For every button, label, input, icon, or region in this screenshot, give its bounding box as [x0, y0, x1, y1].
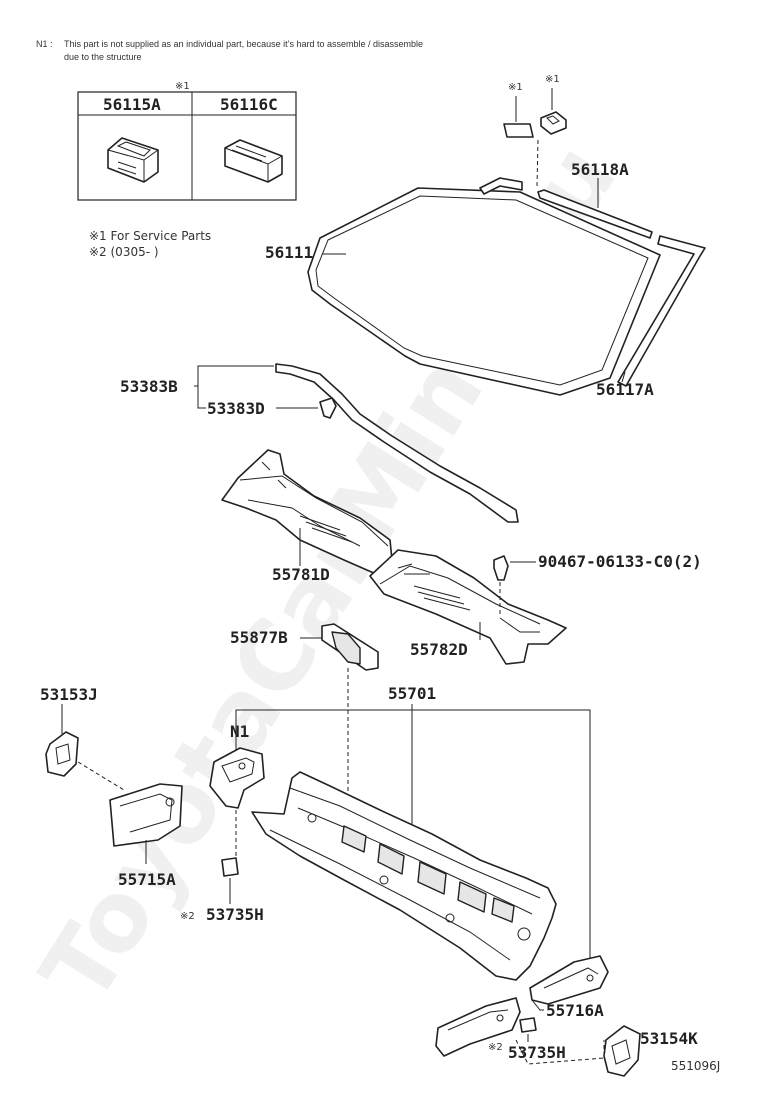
label-55716a[interactable]: 55716A [546, 1001, 604, 1020]
label-53383b[interactable]: 53383B [120, 377, 178, 396]
cushion-53735h-lower-drawing [519, 1017, 537, 1033]
moulding-upper-drawing [537, 189, 653, 239]
label-55715a[interactable]: 55715A [118, 870, 176, 889]
inset-col-2-label[interactable]: 56116C [220, 95, 278, 114]
cowl-panel-drawing [251, 771, 557, 981]
label-90467-06133-c0[interactable]: 90467-06133-C0(2) [538, 552, 702, 571]
label-56118a[interactable]: 56118A [571, 160, 629, 179]
marker-service-b: ※1 [545, 74, 560, 85]
label-53153j[interactable]: 53153J [40, 685, 98, 704]
label-53735h-lower[interactable]: 53735H [508, 1043, 566, 1062]
service-parts-inset: ※1 56115A 56116C [77, 81, 297, 201]
moulding-side-drawing [617, 235, 706, 387]
label-55877b[interactable]: 55877B [230, 628, 288, 647]
clip-56116c-drawing [224, 139, 283, 183]
service-tape-piece [503, 123, 534, 138]
extension-55716a-drawing [529, 955, 609, 1005]
windshield-glass-drawing [307, 187, 661, 396]
seal-53154k-drawing [603, 1025, 641, 1077]
clip-53383d-drawing [319, 397, 337, 419]
note-prefix: N1 : [36, 39, 53, 49]
clip-90467-drawing [493, 555, 509, 581]
label-56111[interactable]: 56111 [265, 243, 313, 262]
note-line-1: This part is not supplied as an individu… [64, 39, 423, 49]
n1-bracket-drawing [209, 747, 265, 809]
diagram-id: 551096J [671, 1059, 720, 1073]
extension-lower-drawing [435, 997, 521, 1057]
inset-col-1-label[interactable]: 56115A [103, 95, 161, 114]
marker-period-left: ※2 [180, 911, 195, 922]
marker-period-lower: ※2 [488, 1042, 503, 1053]
louver-rh-drawing [221, 449, 393, 575]
label-53154k[interactable]: 53154K [640, 1029, 698, 1048]
seal-53153j-drawing [45, 731, 79, 777]
cushion-53735h-left-drawing [221, 857, 239, 877]
label-55781d[interactable]: 55781D [272, 565, 330, 584]
clip-56115a-drawing [107, 137, 159, 183]
legend-line-2: ※2 (0305- ) [89, 245, 159, 259]
extension-55715a-drawing [109, 783, 183, 847]
louver-lh-drawing [369, 549, 567, 665]
label-55782d[interactable]: 55782D [410, 640, 468, 659]
seal-55877b-drawing [321, 623, 379, 671]
label-n1[interactable]: N1 [230, 722, 249, 741]
label-53735h-left[interactable]: 53735H [206, 905, 264, 924]
legend-line-1: ※1 For Service Parts [89, 229, 211, 243]
note-line-2: due to the structure [64, 52, 142, 62]
label-55701[interactable]: 55701 [388, 684, 436, 703]
marker-service-a: ※1 [508, 82, 523, 93]
label-56117a[interactable]: 56117A [596, 380, 654, 399]
label-53383d[interactable]: 53383D [207, 399, 265, 418]
dam-rubber-drawing [275, 363, 519, 523]
inset-marker: ※1 [175, 81, 190, 92]
